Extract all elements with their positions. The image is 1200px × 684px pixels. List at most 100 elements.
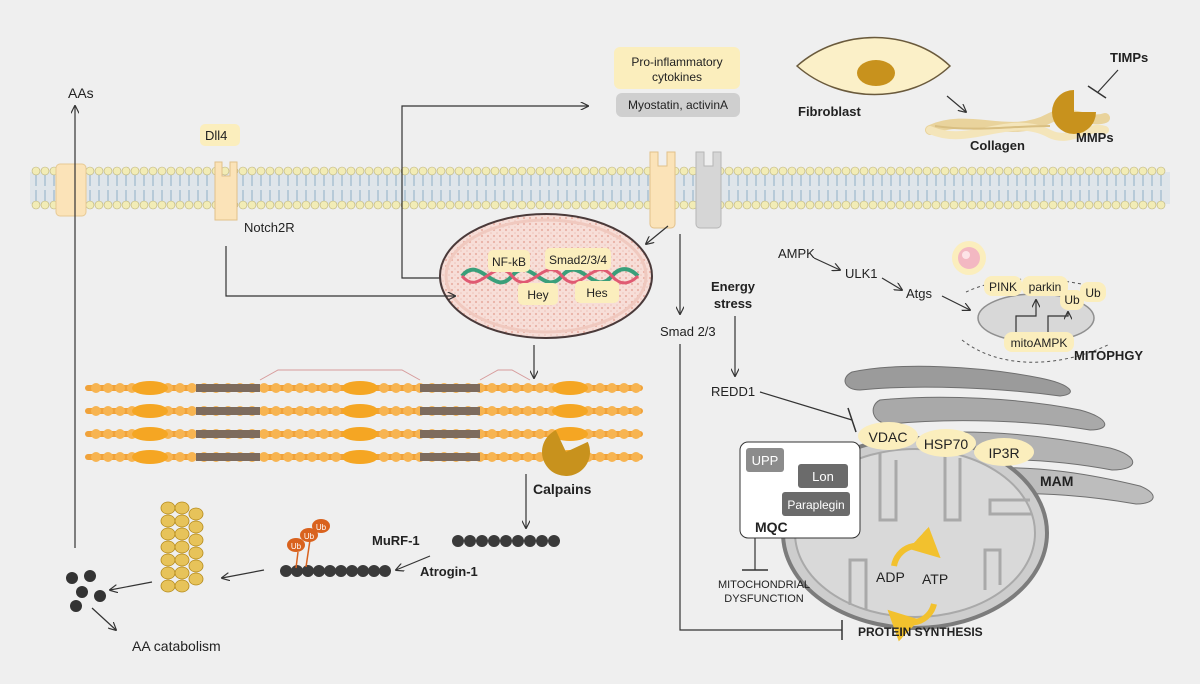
lipid-head [787,166,797,176]
actin-bead [403,406,413,416]
myostatin-box [616,93,740,117]
lipid-head [202,200,212,210]
actin-bead [319,406,329,416]
lipid-head [337,166,347,176]
ub-bubble-a [287,538,305,552]
mito-dysfunction-line2: DYSFUNCTION [724,593,804,605]
lipid-head [337,200,347,210]
lipid-head [814,200,824,210]
lipid-head [499,166,509,176]
proinflammatory-line2: cytokines [652,70,702,84]
fibroblast-label: Fibroblast [798,104,862,119]
lipid-head [265,166,275,176]
actin-bead [331,429,341,439]
proteasome-subunit [188,546,204,560]
actin-bead [487,406,497,416]
collagen-label: Collagen [970,138,1025,153]
lipid-head [976,166,986,176]
lipid-head [625,166,635,176]
nfkb-box [488,250,530,272]
lipid-head [805,166,815,176]
actin-bead [331,383,341,393]
fibroblast-nucleus-icon [857,60,895,86]
proteasome-subunit [188,559,204,573]
mmps-label: MMPs [1076,130,1114,145]
lipid-head [1066,200,1076,210]
lipid-head [490,166,500,176]
lipid-head [112,166,122,176]
lipid-head [202,166,212,176]
lipid-head [679,166,689,176]
peptide-bead [346,565,358,577]
lipid-head [400,200,410,210]
actin-bead [103,383,113,393]
proteasome-subunit [174,540,190,554]
lipid-head [40,200,50,210]
lipid-head [292,200,302,210]
lipid-head [535,200,545,210]
ub-chain-to-proteasome-arrow [222,569,265,578]
lipid-head [994,166,1004,176]
dll4-label: Dll4 [205,128,227,143]
atgs-to-mitophagy-arrow [941,295,970,310]
lipid-head [238,166,248,176]
actin-bead [283,383,293,393]
timps-label: TIMPs [1110,50,1148,65]
actin-bead [307,406,317,416]
proteasome-subunit [188,507,204,521]
notch-to-nucleus-arrow [225,246,455,296]
actin-bead [607,452,617,462]
lipid-head [913,166,923,176]
lipid-head [859,166,869,176]
lipid-head [1084,200,1094,210]
actin-bead [379,429,389,439]
lipid-head [1030,200,1040,210]
notch2r-receptor-icon [214,161,238,221]
lipid-head [1093,166,1103,176]
actin-bead [499,429,509,439]
lipid-head [751,166,761,176]
actin-bead [523,429,533,439]
myosin-filament [196,430,260,438]
lipid-head [130,166,140,176]
ub2-box [1080,282,1106,302]
proteasome-to-aa-arrow [110,581,153,590]
myosin-filament [196,384,260,392]
smad-to-protein-synthesis-line [679,344,842,631]
ub-label-a: Ub [291,542,302,551]
lipid-head [256,200,266,210]
actin-bead [607,429,617,439]
lipid-head [265,200,275,210]
lipid-head [103,200,113,210]
lipid-head [589,166,599,176]
z-disc [342,450,378,464]
redd1-label: REDD1 [711,384,755,399]
ampk-to-ulk1-arrow [813,257,840,270]
actin-bead [295,429,305,439]
actin-bead [595,452,605,462]
lipid-head [130,200,140,210]
peptide-bead [536,535,548,547]
peptide-bead [324,565,336,577]
lipid-head [166,166,176,176]
lipid-head [400,166,410,176]
lipid-head [139,166,149,176]
lipid-head [391,200,401,210]
fibroblast-to-collagen-arrow [946,95,966,112]
lipid-head [1030,166,1040,176]
mqc-label: MQC [755,519,788,535]
lipid-head [868,200,878,210]
myosin-filament [420,384,480,392]
actin-bead [631,429,641,439]
actin-bead [391,383,401,393]
parkin-box [1022,276,1068,296]
lipid-head [85,166,95,176]
atgs-label: Atgs [906,286,933,301]
actin-bead [307,452,317,462]
lipid-head [724,166,734,176]
paraplegin-label: Paraplegin [787,498,844,512]
actin-bead [619,383,629,393]
actin-bead [595,429,605,439]
lipid-head [967,166,977,176]
